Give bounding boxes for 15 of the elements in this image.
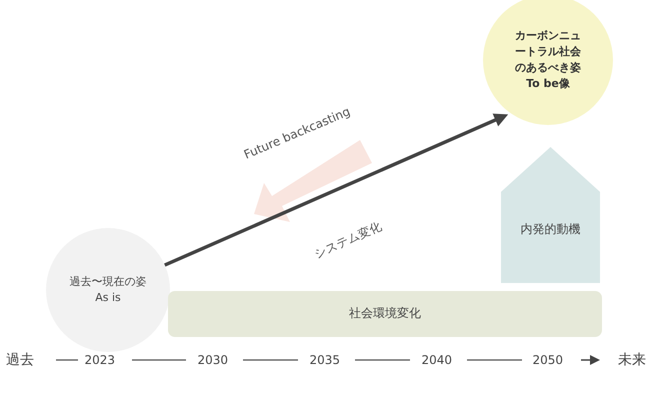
motivation-shape [501,147,600,283]
change-band [168,291,602,337]
year-label: 2040 [422,353,452,367]
year-label: 2023 [84,353,116,367]
year-label: 2030 [198,353,228,367]
arrow [164,114,508,267]
edge-label: システム変化 [312,218,384,262]
year-label: 2050 [532,353,564,367]
node-label: カーボンニュートラル社会のあるべき姿To be像 [514,28,582,92]
node-label: 内発的動機 [520,221,582,238]
node-label: 過去〜現在の姿 As is [68,274,148,306]
timeline-end-label: 過去 [6,351,34,369]
year-label: 2035 [310,353,340,367]
band-label: 社会環境変化 [348,305,422,322]
timeline-end-label: 未来 [618,351,646,369]
